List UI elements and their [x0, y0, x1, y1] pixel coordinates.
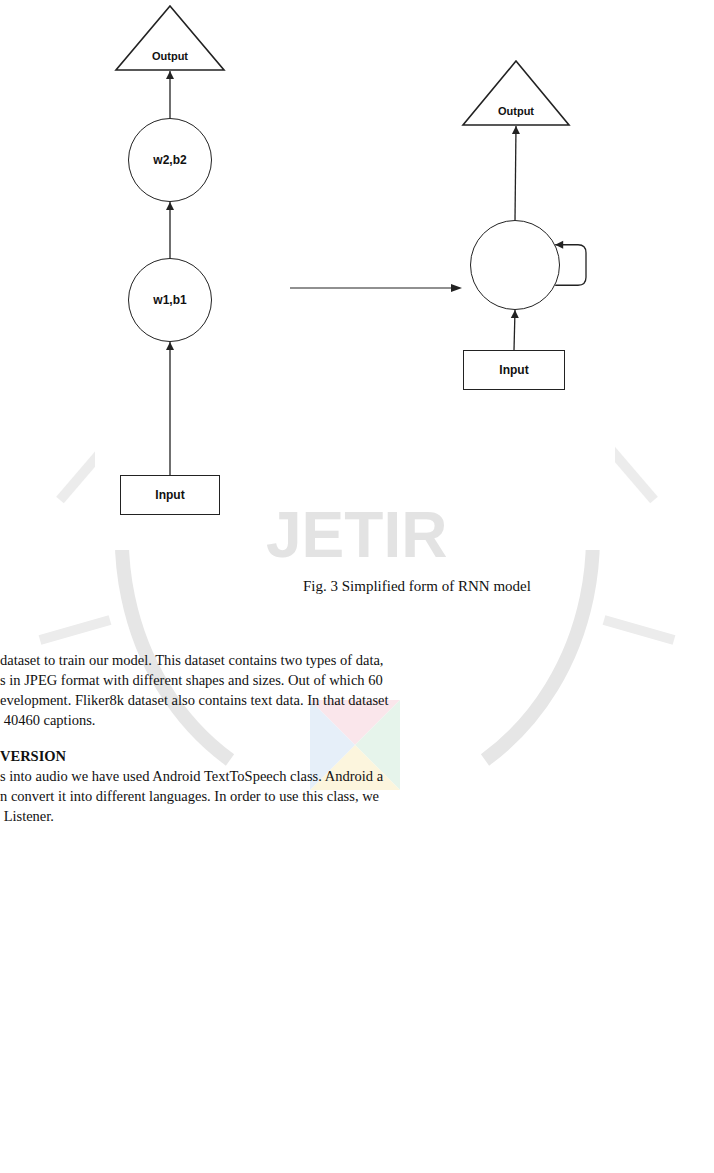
input-box: Input: [463, 350, 565, 390]
flow-arrow: [511, 310, 519, 350]
node-label: Output: [498, 105, 534, 117]
input-box: Input: [120, 475, 220, 515]
neuron-circle: [470, 220, 560, 310]
transform-arrow: [290, 284, 462, 292]
flow-arrow: [166, 202, 174, 258]
body-text: s into audio we have used Android TextTo…: [0, 768, 383, 785]
watermark-text: JETIR: [266, 498, 447, 572]
output-triangle: Output: [462, 60, 570, 126]
figure-ground: [95, 0, 615, 550]
flow-arrow: [166, 342, 174, 475]
body-text: 40460 captions.: [0, 712, 95, 729]
node-label: Input: [155, 488, 184, 502]
figure-caption: Fig. 3 Simplified form of RNN model: [303, 578, 531, 595]
body-text: dataset to train our model. This dataset…: [0, 652, 384, 669]
node-label: Input: [499, 363, 528, 377]
node-label: w1,b1: [153, 293, 186, 307]
body-text: n convert it into different languages. I…: [0, 788, 379, 805]
flow-arrow: [512, 126, 520, 220]
body-text: evelopment. Fliker8k dataset also contai…: [0, 692, 389, 709]
section-heading: VERSION: [0, 748, 66, 765]
neuron-circle: w1,b1: [128, 258, 212, 342]
body-text: s in JPEG format with different shapes a…: [0, 672, 383, 689]
node-label: w2,b2: [153, 153, 186, 167]
output-triangle: Output: [115, 5, 225, 71]
node-label: Output: [152, 50, 188, 62]
flow-arrow: [166, 71, 174, 118]
neuron-circle: w2,b2: [128, 118, 212, 202]
body-text: Listener.: [0, 808, 54, 825]
